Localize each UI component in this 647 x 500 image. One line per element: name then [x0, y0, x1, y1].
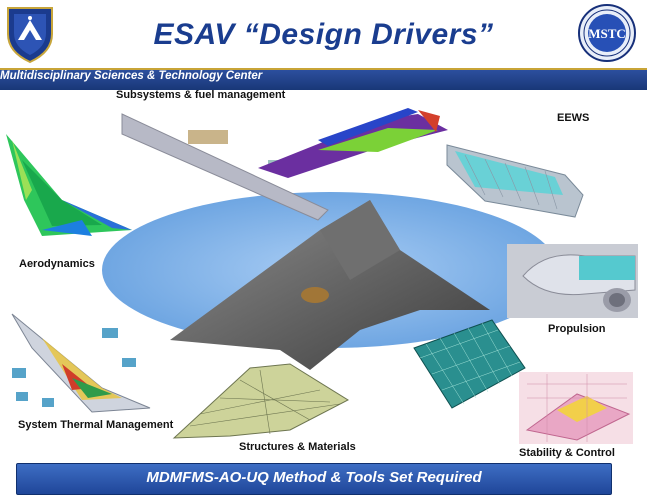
- footer-banner: [16, 463, 612, 495]
- mstc-seal-logo: MSTC: [578, 4, 636, 62]
- label-thermal-management: System Thermal Management: [18, 419, 174, 431]
- stability-image: [519, 372, 633, 444]
- label-propulsion: Propulsion: [548, 323, 606, 335]
- mesh-image: [413, 319, 526, 409]
- page-title: ESAV “Design Drivers”: [153, 18, 494, 51]
- header-band-text: Multidisciplinary Sciences & Technology …: [0, 70, 263, 82]
- label-structures: Structures & Materials: [239, 441, 356, 453]
- label-eews: EEWS: [557, 112, 590, 124]
- header-band: [0, 68, 647, 90]
- label-stability: Stability & Control: [519, 447, 615, 459]
- eews-image: [446, 144, 584, 218]
- thermal-management-image: [11, 313, 151, 413]
- afrl-shield-logo: [7, 7, 53, 64]
- footer-text: MDMFMS-AO-UQ Method & Tools Set Required: [146, 469, 482, 486]
- propulsion-image: [507, 244, 638, 318]
- label-aerodynamics: Aerodynamics: [19, 258, 95, 270]
- svg-text:MSTC: MSTC: [588, 26, 626, 41]
- label-subsystems: Subsystems & fuel management: [116, 89, 286, 101]
- subsystems-image: [121, 108, 448, 221]
- aerodynamics-image: [6, 134, 132, 236]
- central-aircraft-image: [170, 200, 490, 370]
- structures-image: [172, 363, 350, 439]
